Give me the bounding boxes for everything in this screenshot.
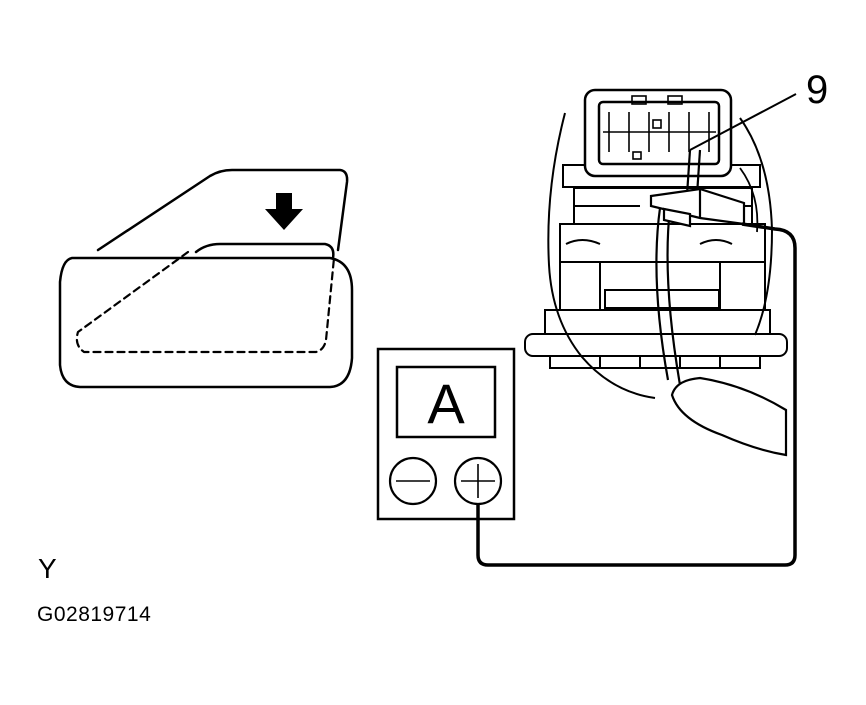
- callout-9-leader: [689, 93, 797, 151]
- callout-number: 9: [806, 68, 829, 112]
- wire-harness: [655, 149, 702, 386]
- mirror-glass-upper: [96, 168, 349, 252]
- mirror-switch-icon: [58, 168, 354, 389]
- ammeter-display-letter: A: [427, 372, 465, 435]
- test-lead: [476, 222, 797, 567]
- mirror-dashed-outline: [75, 250, 336, 354]
- ammeter-display: [395, 365, 497, 439]
- mirror-housing: [58, 256, 354, 389]
- figure-code: G02819714: [37, 603, 152, 626]
- probe-clip: [649, 187, 746, 228]
- mirror-inner-edge: [194, 242, 335, 260]
- plus-terminal-icon: [453, 456, 503, 506]
- connector-icon: [583, 88, 733, 178]
- harness-grommet: [670, 376, 788, 457]
- housing-left-curve: [547, 112, 656, 399]
- minus-terminal-icon: [388, 456, 438, 506]
- press-down-arrow-icon: [265, 193, 303, 230]
- switch-assembly: [524, 112, 788, 399]
- view-label: Y: [38, 553, 57, 584]
